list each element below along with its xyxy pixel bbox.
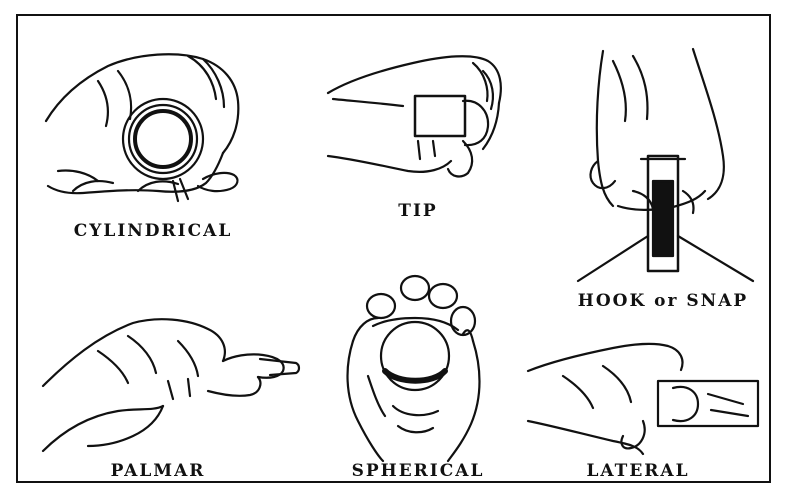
spherical-grip-hand-icon	[323, 266, 508, 461]
cylindrical-grip-hand-icon	[38, 41, 258, 211]
tip-grip-hand-icon	[323, 41, 513, 191]
grip-cylindrical: CYLINDRICAL	[38, 41, 258, 231]
hook-grip-hand-icon	[573, 41, 758, 291]
grip-lateral: LATERAL	[523, 336, 768, 486]
lateral-grip-hand-icon	[523, 336, 768, 461]
grip-lateral-label: LATERAL	[586, 461, 689, 481]
grip-tip: TIP	[323, 41, 513, 221]
grip-cylindrical-label: CYLINDRICAL	[74, 221, 233, 241]
grip-spherical-label: SPHERICAL	[352, 461, 485, 481]
grip-tip-label: TIP	[398, 201, 437, 221]
grip-palmar-label: PALMAR	[111, 461, 206, 481]
grip-palmar: PALMAR	[38, 311, 303, 486]
grip-hook-label: HOOK or SNAP	[578, 291, 748, 311]
palmar-grip-hand-icon	[38, 311, 303, 461]
grip-spherical: SPHERICAL	[323, 266, 508, 486]
grip-hook: HOOK or SNAP	[573, 41, 758, 316]
grip-types-diagram-frame: CYLINDRICAL TIP	[16, 14, 771, 483]
